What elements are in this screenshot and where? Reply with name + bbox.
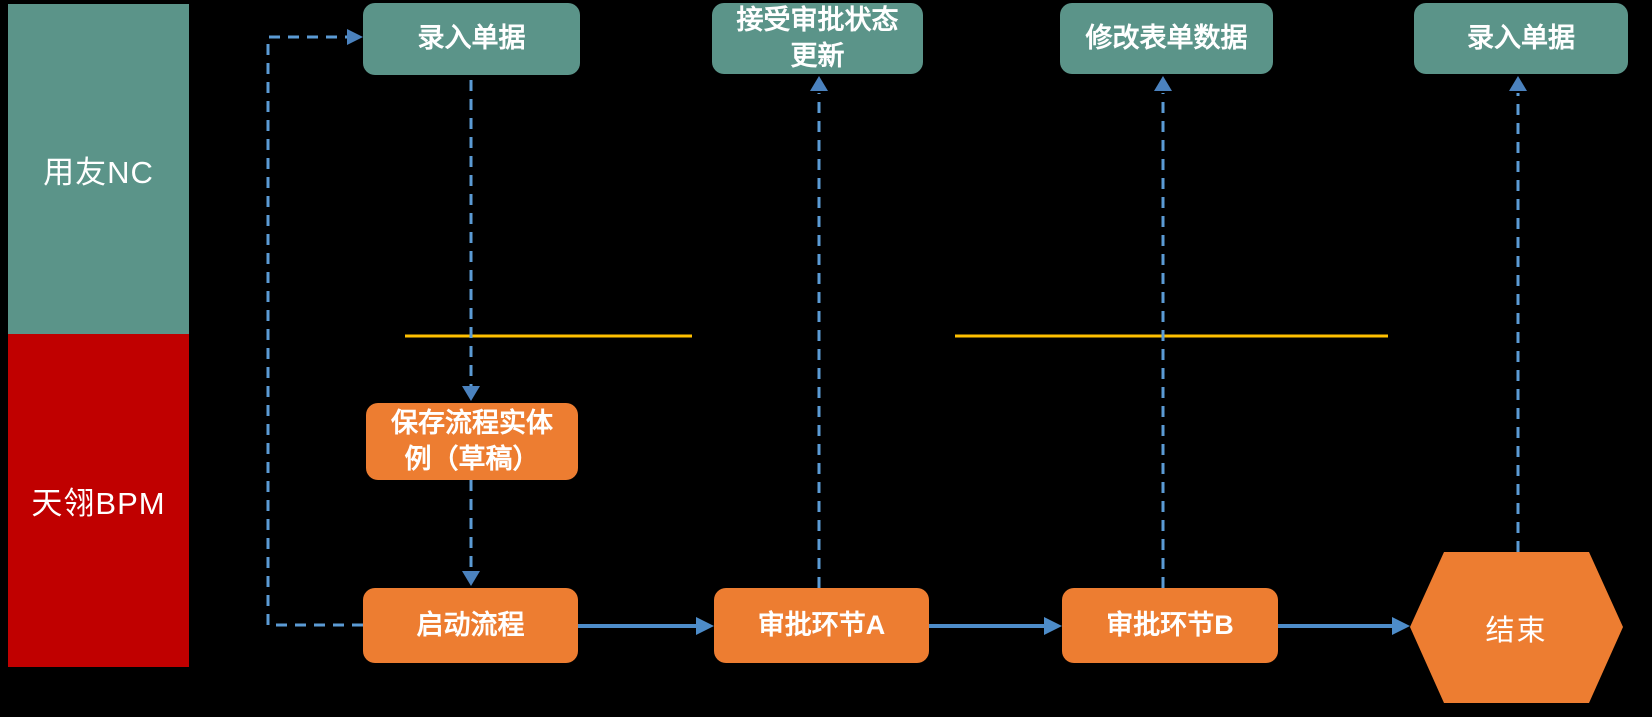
node-enter-doc-2: 录入单据 (1414, 3, 1628, 74)
node-approve-step-b: 审批环节B (1062, 588, 1278, 663)
node-approve-step-a: 审批环节A (714, 588, 929, 663)
arrowhead-up-accept (810, 76, 828, 91)
lane-label-yonyou-nc: 用友NC (43, 154, 154, 190)
end-hexagon-shape (1410, 552, 1623, 703)
node-enter-doc-2-label: 录入单据 (1467, 22, 1575, 53)
node-start-process-label: 启动流程 (416, 609, 525, 640)
node-save-draft-line2: 例（草稿） (404, 443, 540, 474)
arrowhead-end (1392, 617, 1410, 635)
node-approve-step-b-label: 审批环节B (1106, 609, 1234, 640)
node-modify-form-data: 修改表单数据 (1060, 3, 1273, 74)
node-enter-doc-1-label: 录入单据 (417, 23, 526, 54)
arrowhead-down-start (462, 571, 480, 586)
arrowhead-right-enter1 (347, 29, 363, 45)
dashed-connector-start-to-enter1 (266, 35, 363, 627)
lane-label-tianling-bpm: 天翎BPM (31, 486, 166, 521)
node-start-process: 启动流程 (363, 588, 578, 663)
arrowhead-up-modify (1154, 76, 1172, 91)
node-approve-step-a-label: 审批环节A (757, 609, 886, 640)
node-save-process-draft: 保存流程实体 例（草稿） (366, 403, 578, 480)
node-enter-doc-1: 录入单据 (363, 3, 580, 75)
node-end-label: 结束 (1485, 614, 1548, 647)
lane-band-tianling-bpm: 天翎BPM (8, 334, 189, 667)
lane-band-yonyou-nc: 用友NC (8, 4, 189, 334)
node-accept-status-update: 接受审批状态 更新 (712, 3, 923, 74)
arrowhead-down-save (462, 386, 480, 401)
node-end: 结束 (1410, 552, 1623, 703)
node-accept-status-line2: 更新 (790, 40, 845, 71)
arrowhead-up-enter2 (1509, 76, 1527, 91)
node-modify-form-data-label: 修改表单数据 (1085, 22, 1248, 53)
arrowhead-approveA (696, 617, 714, 635)
node-save-draft-line1: 保存流程实体 (391, 408, 553, 439)
node-accept-status-line1: 接受审批状态 (736, 5, 899, 36)
arrowhead-approveB (1044, 617, 1062, 635)
